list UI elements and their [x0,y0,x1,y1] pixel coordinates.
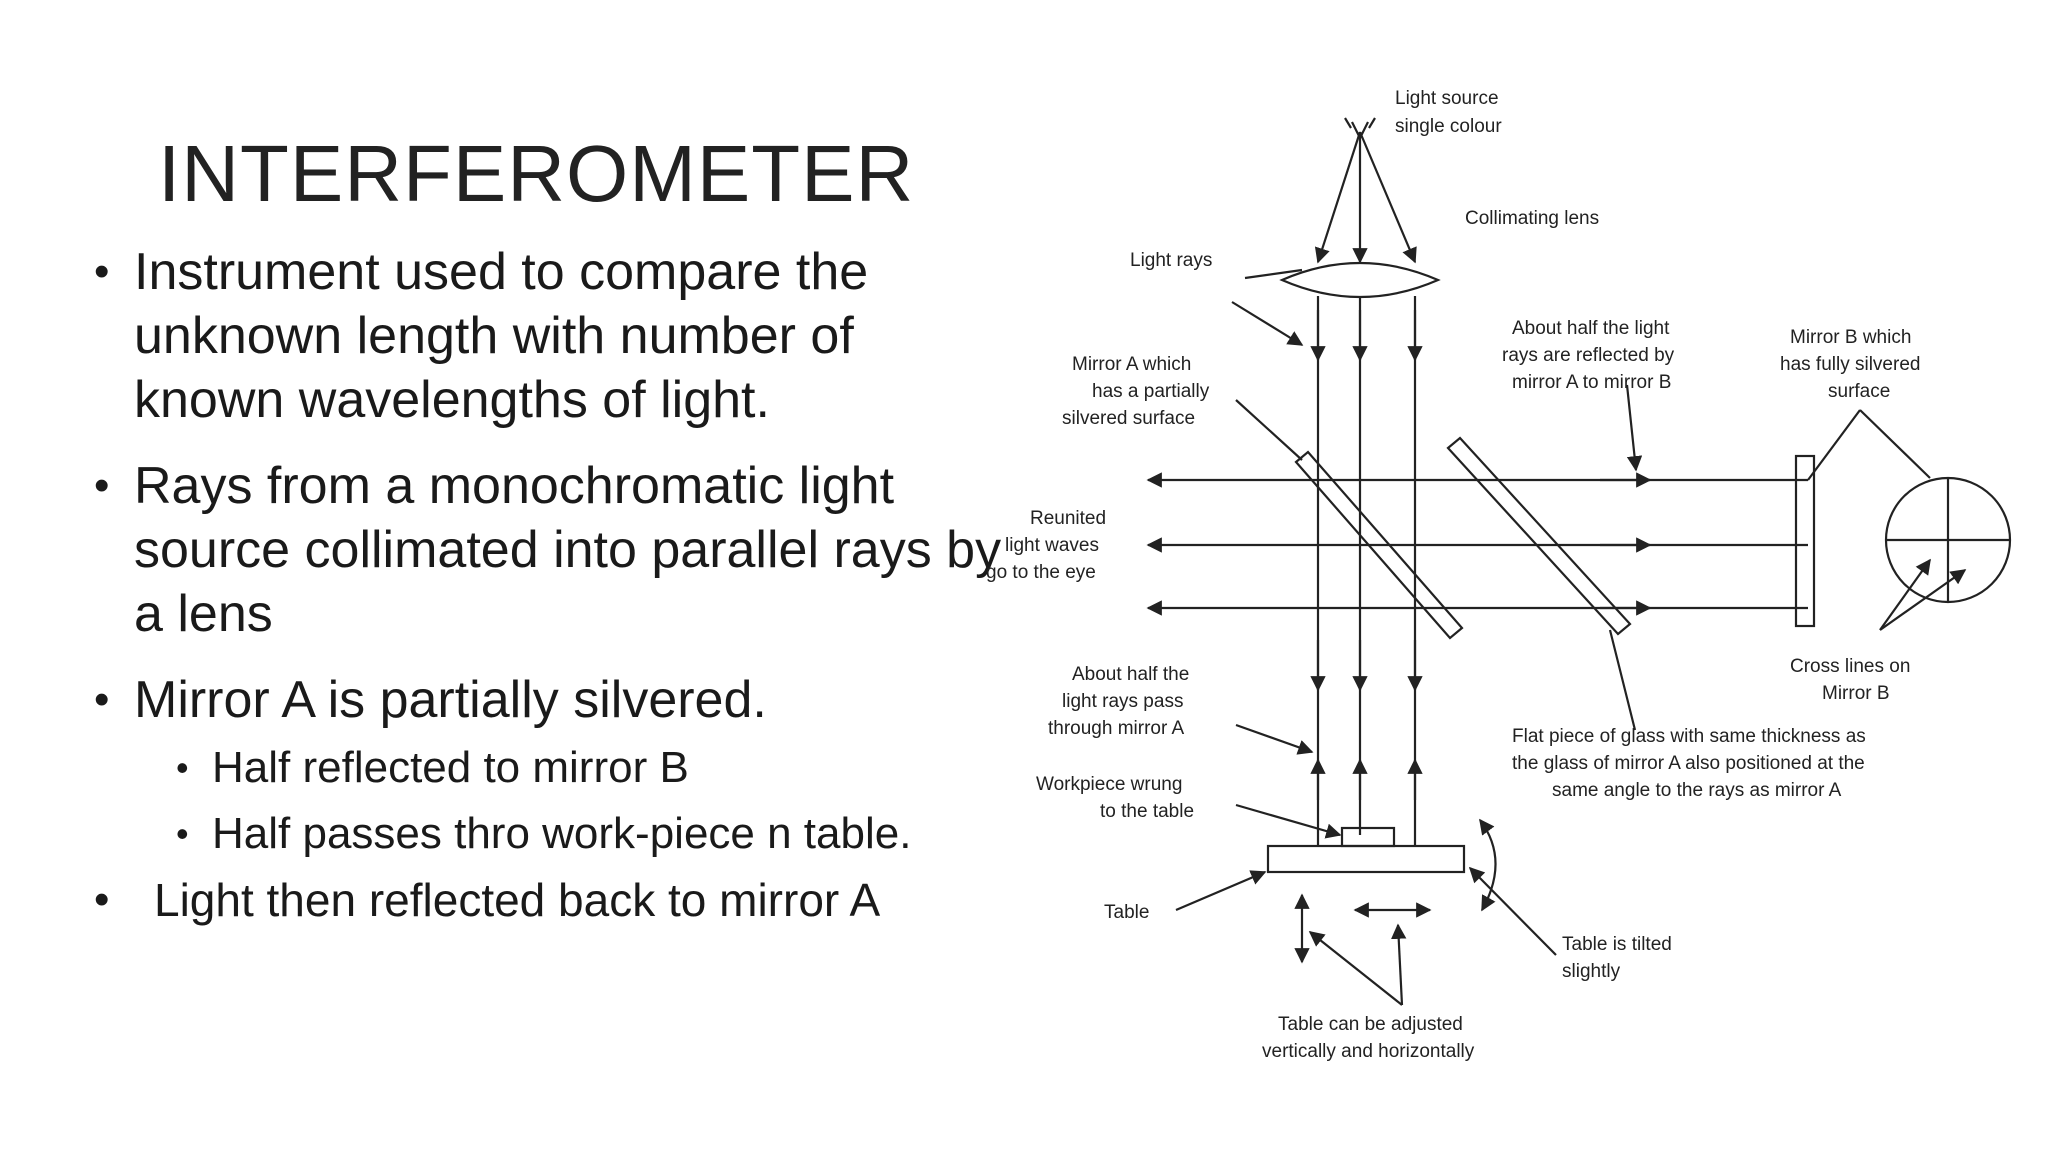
slide-title: INTERFEROMETER [158,129,915,218]
sub-bullet-item: Half passes thro work-piece n table. [168,806,1010,862]
label-half-pass: About half the [1072,664,1189,685]
label-tilted: Table is tilted [1562,934,1672,955]
label-table: Table [1104,902,1149,923]
sub-bullet-item: Half reflected to mirror B [168,740,1010,796]
label-adjusted: Table can be adjusted [1278,1014,1463,1035]
label-flat-glass: Flat piece of glass with same thickness … [1512,726,1866,747]
label-light-source: single colour [1395,116,1502,137]
label-workpiece: to the table [1100,801,1194,822]
label-cross-lines: Mirror B [1822,683,1890,704]
label-mirror-a: has a partially [1092,381,1210,402]
label-mirror-a: Mirror A which [1072,354,1191,375]
label-reunited: light waves [1005,535,1099,556]
label-reunited: Reunited [1030,508,1106,529]
label-cross-lines: Cross lines on [1790,656,1910,677]
bullet-item: Mirror A is partially silvered. [90,668,1010,732]
source-ray [1314,131,1362,264]
bullet-list: Instrument used to compare the unknown l… [90,240,1010,954]
label-about-half-reflected: About half the light [1512,318,1670,339]
label-adjusted: vertically and horizontally [1262,1041,1475,1062]
label-light-source: Light source [1395,88,1499,109]
label-half-pass: light rays pass [1062,691,1183,712]
source-ray [1358,131,1417,264]
label-reunited: go to the eye [986,562,1096,583]
label-mirror-b: has fully silvered [1780,354,1920,375]
interferometer-diagram: Light source single colour Collimating l… [986,88,2012,1062]
label-tilted: slightly [1562,961,1621,982]
bullet-item: Instrument used to compare the unknown l… [90,240,1010,432]
label-collimating-lens: Collimating lens [1465,208,1599,229]
workpiece [1340,826,1396,848]
collimating-lens [1279,262,1441,298]
label-workpiece: Workpiece wrung [1036,774,1182,795]
label-about-half-reflected: rays are reflected by [1502,345,1675,366]
mirror-a [1294,450,1464,640]
bullet-item: Light then reflected back to mirror A [90,868,1010,932]
mirror-b [1794,454,1816,628]
table [1266,844,1466,874]
label-mirror-b: Mirror B which [1790,327,1911,348]
label-half-pass: through mirror A [1048,718,1185,739]
label-mirror-a: silvered surface [1062,408,1195,429]
label-mirror-b: surface [1828,381,1890,402]
flat-glass [1446,436,1632,636]
label-about-half-reflected: mirror A to mirror B [1512,372,1671,393]
label-light-rays: Light rays [1130,250,1212,271]
bullet-item: Rays from a monochromatic light source c… [90,454,1010,646]
label-flat-glass: same angle to the rays as mirror A [1552,780,1842,801]
label-flat-glass: the glass of mirror A also positioned at… [1512,753,1865,774]
